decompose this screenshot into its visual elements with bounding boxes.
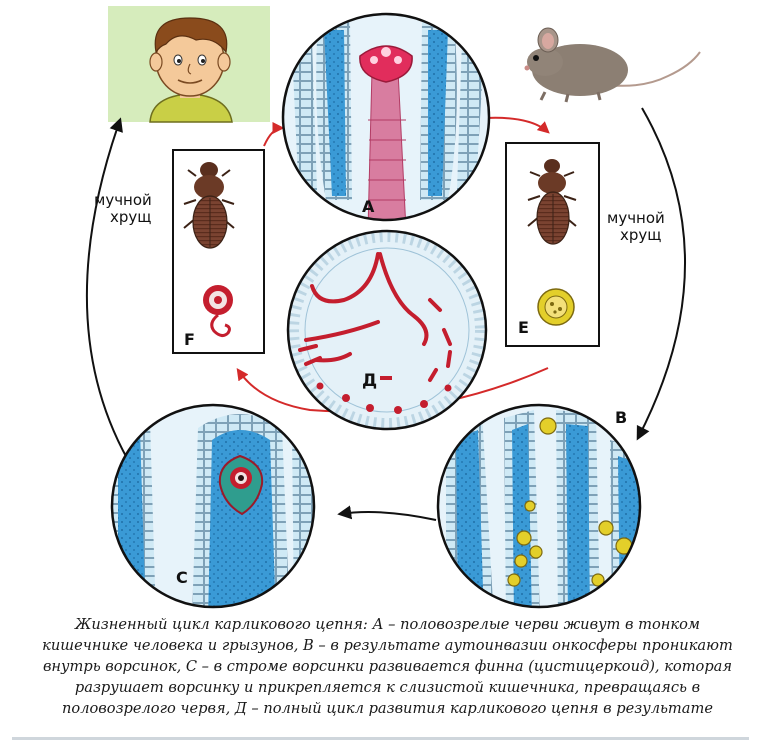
figure-caption: Жизненный цикл карликового цепня: А – по… bbox=[30, 614, 745, 719]
panel-f: F bbox=[172, 149, 265, 354]
circle-a: A bbox=[281, 12, 491, 222]
human-portrait bbox=[108, 6, 270, 123]
circle-c: C bbox=[110, 403, 316, 609]
arrow-mouse-to-b bbox=[636, 107, 686, 441]
caption-line-5: половозрелого червя, Д – полный цикл раз… bbox=[62, 700, 713, 717]
label-f: F bbox=[184, 330, 195, 349]
beetle-icon-right bbox=[527, 159, 577, 245]
circle-b: B bbox=[436, 403, 642, 609]
bottom-divider bbox=[12, 737, 749, 740]
cysticercoid-f bbox=[203, 285, 233, 338]
label-e: E bbox=[518, 318, 529, 337]
caption-line-3: внутрь ворсинок, С – в строме ворсинки р… bbox=[42, 658, 733, 675]
caption-line-4: разрушает ворсинку и прикрепляется к сли… bbox=[74, 679, 701, 696]
diagram-canvas: мучной хрущ мучной хрущ F bbox=[85, 6, 701, 609]
label-c: C bbox=[176, 568, 188, 587]
mouse-image bbox=[524, 27, 701, 103]
panel-e: E bbox=[505, 142, 600, 347]
cysticercoid-c bbox=[218, 454, 264, 516]
label-d: Д bbox=[362, 371, 377, 391]
arrow-b-to-c bbox=[337, 505, 437, 521]
label-b: B bbox=[615, 408, 627, 427]
caption-line-1: Жизненный цикл карликового цепня: А – по… bbox=[74, 616, 700, 633]
arrow-a-to-e bbox=[485, 116, 550, 134]
host-label-left-2: хрущ bbox=[110, 208, 151, 226]
arrow-c-to-human bbox=[85, 117, 129, 461]
host-label-right-1: мучной bbox=[607, 209, 665, 227]
caption-line-2: кишечнике человека и грызунов, В – в рез… bbox=[42, 637, 733, 654]
label-a: A bbox=[362, 197, 375, 216]
circle-d: Д bbox=[286, 229, 488, 431]
host-label-left-1: мучной bbox=[94, 191, 152, 209]
host-label-right-2: хрущ bbox=[620, 226, 661, 244]
beetle-icon-left bbox=[183, 162, 235, 249]
arrow-f-to-a bbox=[263, 122, 285, 147]
oncosphere-egg-e bbox=[537, 288, 575, 326]
